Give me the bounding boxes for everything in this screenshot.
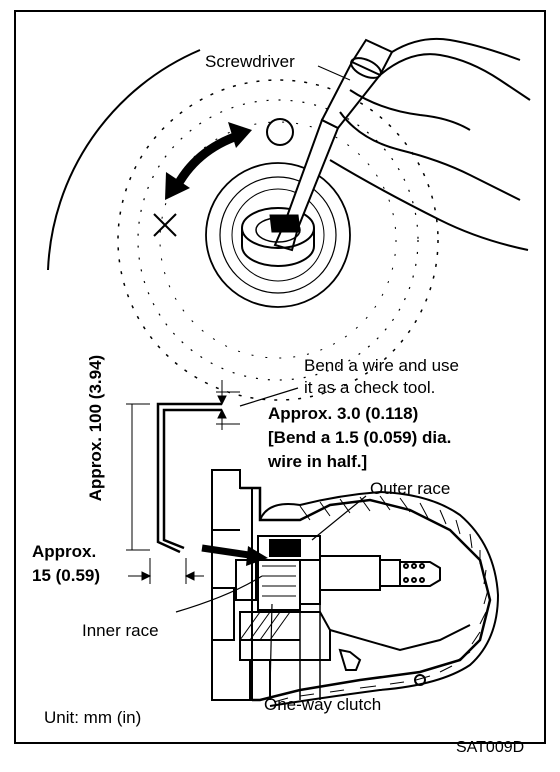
label-approx-100: Approx. 100 (3.94) — [86, 354, 105, 502]
label-approx-15-line1: Approx. — [32, 542, 97, 561]
label-bend-wire-line1: Bend a wire and use — [304, 356, 459, 375]
label-one-way-clutch: One-way clutch — [264, 695, 382, 714]
label-inner-race: Inner race — [82, 621, 159, 640]
dimension-lines — [126, 380, 240, 584]
label-bend-wire-line2: it as a check tool. — [304, 378, 436, 397]
x-mark-icon — [153, 213, 177, 237]
rotation-arrow — [165, 122, 252, 200]
leader-lines — [175, 387, 367, 691]
check-arrow — [201, 544, 268, 566]
label-bend-half-line2: wire in half.] — [268, 452, 368, 471]
label-approx-15-line2: 15 (0.59) — [32, 566, 101, 585]
torque-converter-illustration — [47, 49, 439, 401]
label-figure-code: SAT009D — [456, 739, 525, 756]
label-outer-race: Outer race — [370, 479, 451, 498]
figure-frame — [14, 10, 546, 744]
cross-section-illustration — [211, 469, 500, 707]
label-unit: Unit: mm (in) — [44, 708, 142, 727]
label-bend-half-line1: [Bend a 1.5 (0.059) dia. — [268, 428, 452, 447]
wire-check-tool — [156, 402, 222, 554]
label-approx-3: Approx. 3.0 (0.118) — [268, 404, 419, 423]
label-screwdriver: Screwdriver — [205, 52, 295, 71]
screwdriver-leader — [317, 65, 351, 81]
screwdriver-hand-illustration — [269, 37, 531, 252]
